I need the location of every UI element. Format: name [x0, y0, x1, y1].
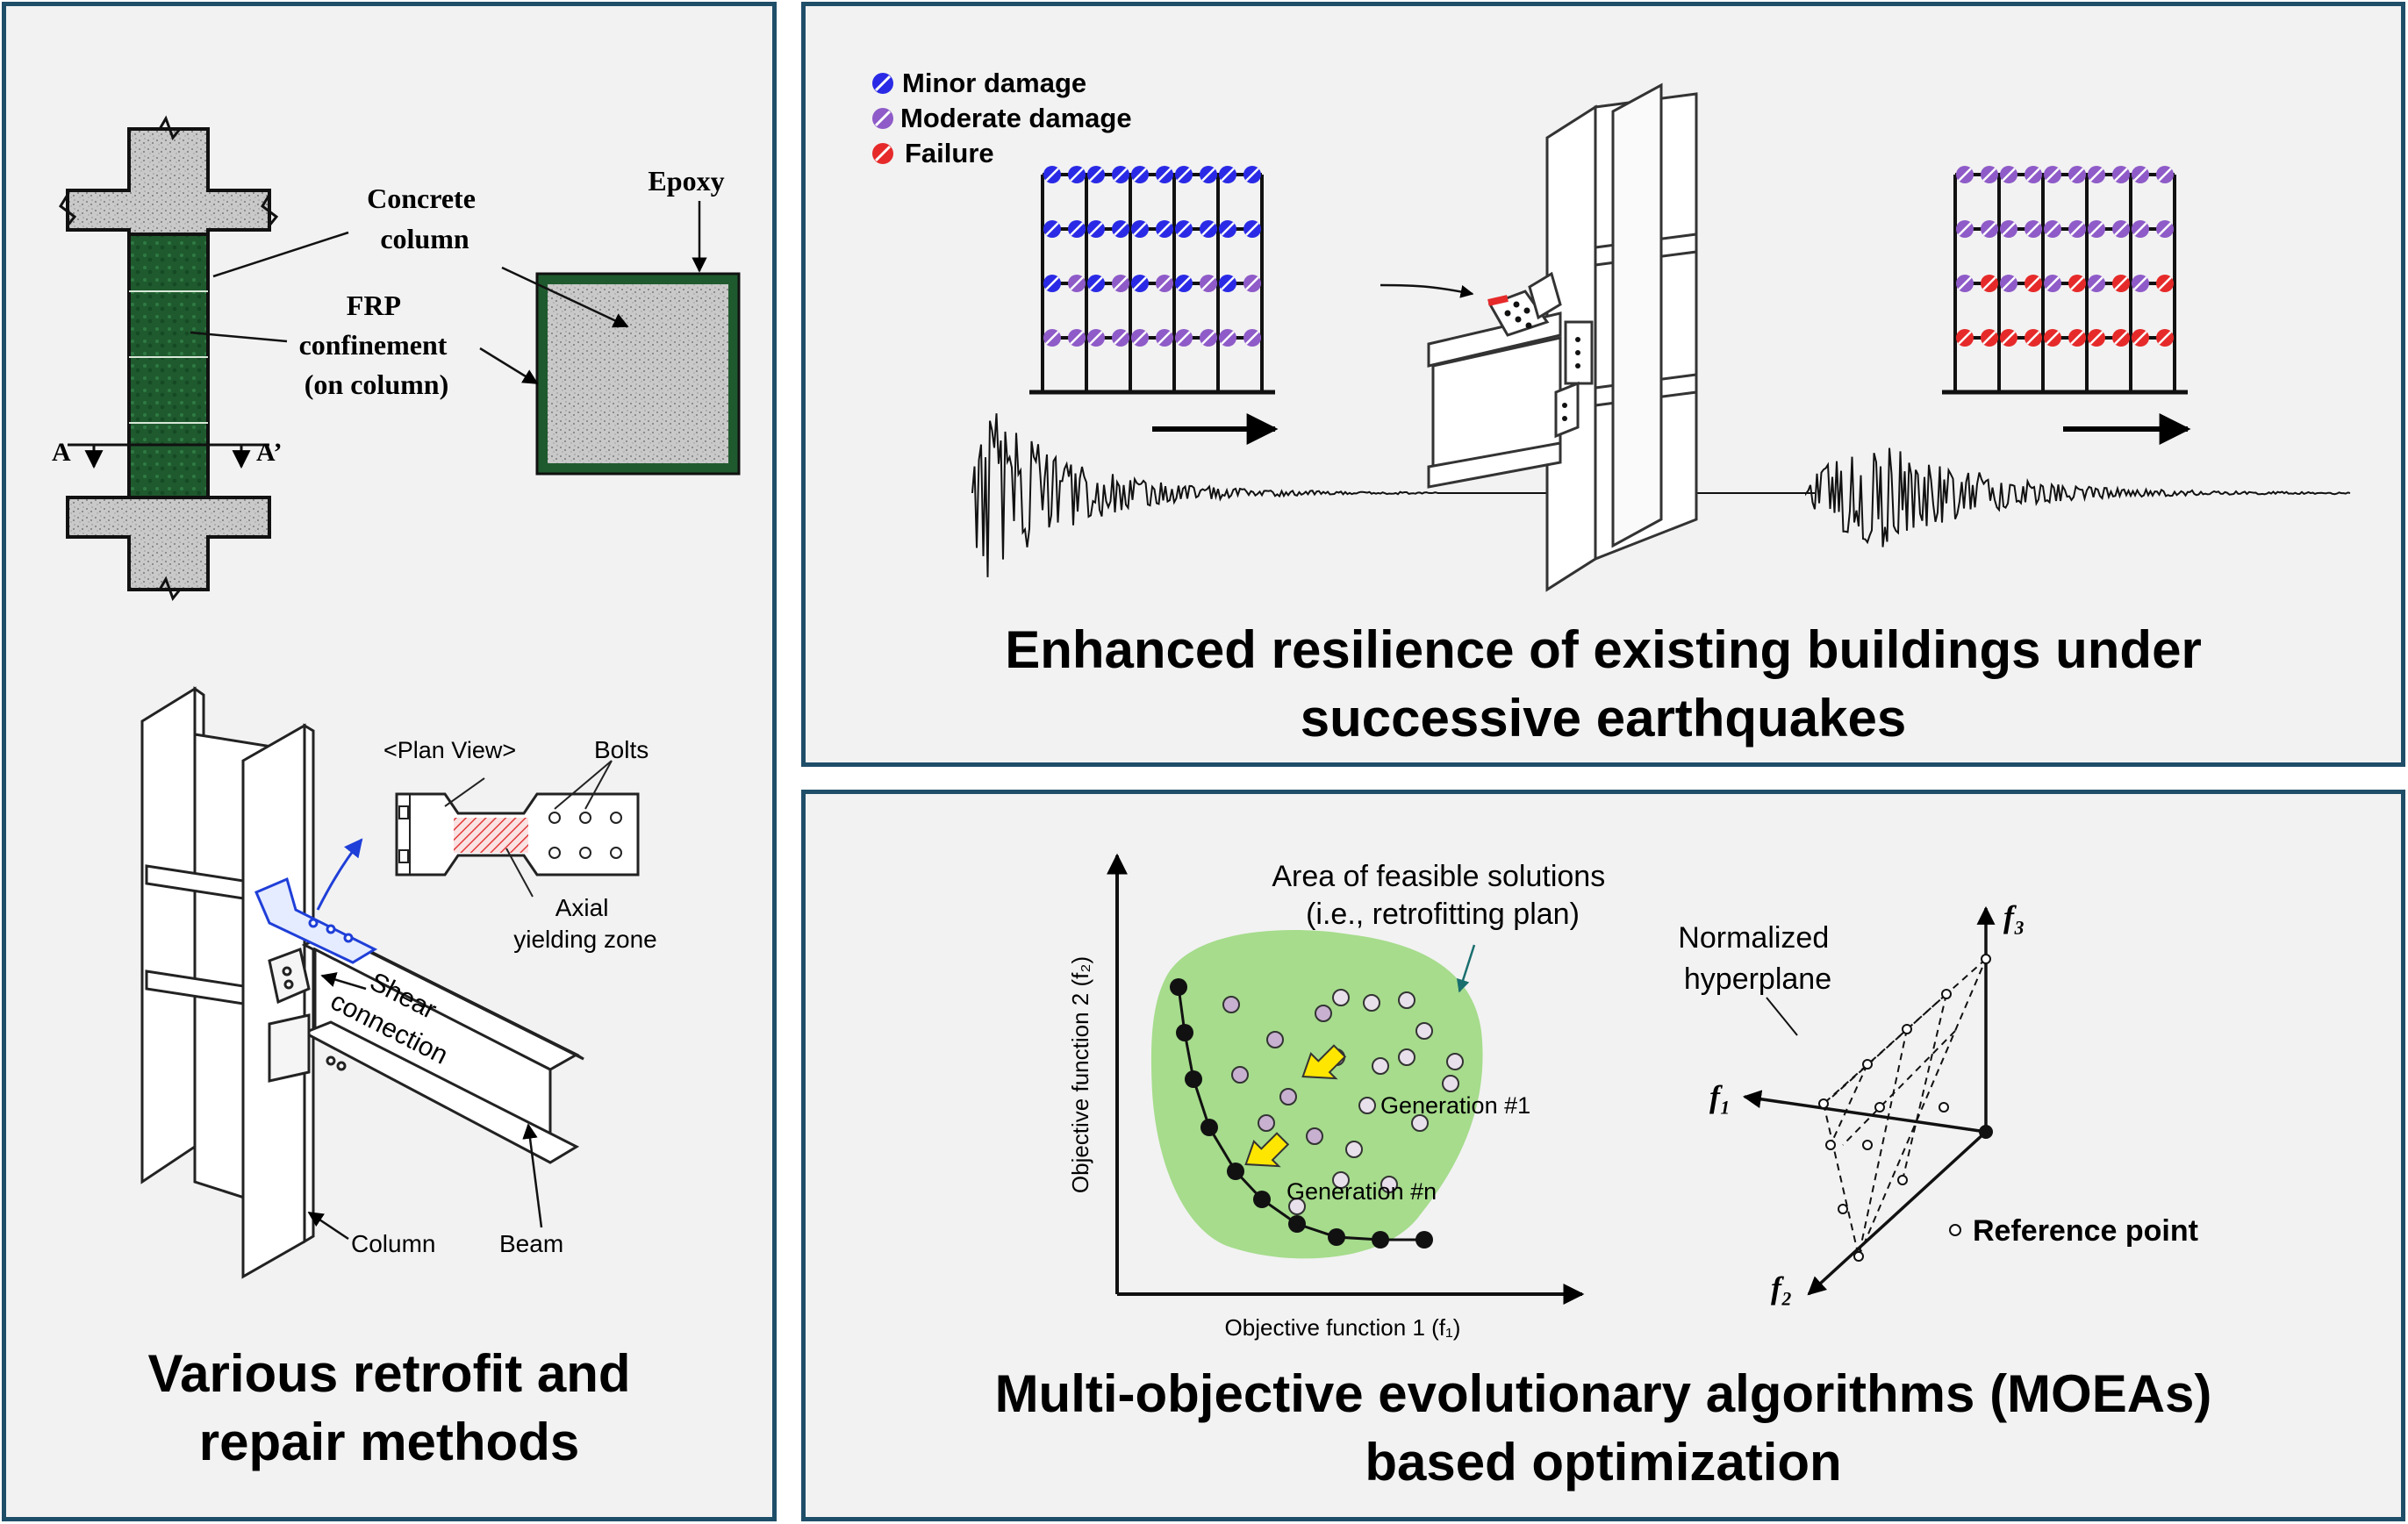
feasible-solution-point — [1380, 1176, 1398, 1193]
feasible-solution-point — [1266, 1031, 1284, 1048]
feasible-solution-point — [1332, 989, 1350, 1006]
pareto-solution-point — [1176, 1024, 1193, 1041]
moea-caption: Multi-objective evolutionary algorithms … — [806, 1360, 2401, 1497]
feasible-solution-point — [1398, 991, 1415, 1009]
steel-fuse-connection — [1380, 82, 1698, 592]
feasible-solution-point — [1358, 1097, 1376, 1114]
f2-axis-label: f₂ — [1771, 1270, 1793, 1306]
generation-1-label: Generation #1 — [1380, 1092, 1530, 1119]
f1-axis-label: f₁ — [1709, 1079, 1731, 1114]
frp-confinement-label: FRP confinement (on column) — [299, 290, 455, 400]
legend-minor-label: Minor damage — [902, 68, 1086, 98]
axial-yielding-zone-label: Axial yielding zone — [513, 894, 656, 953]
pareto-solution-point — [1200, 1119, 1218, 1136]
plan-view-detail — [395, 760, 640, 898]
generation-n-arrow — [1244, 1132, 1290, 1168]
feasible-solution-point — [1372, 1057, 1389, 1075]
damage-legend: Minor damage Moderate damage Failure — [872, 68, 1132, 168]
f3-axis-label: f₃ — [2003, 899, 2025, 934]
x-axis-label: Objective function 1 (f₁) — [1225, 1314, 1461, 1341]
feasible-solution-point — [1398, 1048, 1415, 1066]
frame-before — [1029, 166, 1275, 395]
feasible-solution-point — [1363, 994, 1380, 1012]
retrofit-illustrations: A A’ Concrete column FRP confinement (on… — [52, 115, 741, 1279]
epoxy-label: Epoxy — [648, 165, 724, 197]
reference-point-label: Reference point — [1973, 1214, 2198, 1248]
generation-1-arrow — [1301, 1044, 1347, 1080]
section-a-prime-label: A’ — [256, 438, 282, 467]
feasible-points — [1222, 989, 1464, 1215]
pareto-solution-point — [1253, 1191, 1271, 1208]
frame-after — [1942, 166, 2188, 395]
plan-view-label: <Plan View> — [383, 737, 516, 763]
retrofit-caption: Various retrofit and repair methods — [6, 1340, 772, 1477]
retrofit-caption-line-1: Various retrofit and — [147, 1344, 631, 1403]
feasible-solution-point — [1288, 1198, 1306, 1215]
legend-failure-label: Failure — [905, 138, 994, 168]
moea-caption-line-2: based optimization — [1365, 1433, 1842, 1492]
y-axis-label: Objective function 2 (f₂) — [1067, 956, 1093, 1193]
pareto-front-curve — [1177, 986, 1424, 1241]
pareto-solution-point — [1227, 1163, 1244, 1180]
feasible-solution-point — [1415, 1022, 1433, 1040]
normalized-hyperplane-diagram: f₁ f₂ f₃ Normalized hyperplane Reference… — [1678, 899, 2198, 1306]
pareto-front-points — [1170, 978, 1433, 1249]
pareto-solution-point — [1170, 978, 1187, 996]
pareto-solution-point — [1288, 1215, 1306, 1233]
feasible-solution-point — [1222, 996, 1240, 1013]
section-a-label: A — [52, 438, 71, 467]
feasible-solution-point — [1442, 1075, 1459, 1092]
resilience-caption-line-1: Enhanced resilience of existing building… — [1005, 620, 2202, 679]
concrete-column-label: Concrete column — [367, 182, 483, 254]
feasible-solution-point — [1258, 1114, 1275, 1132]
feasible-solution-point — [1315, 1005, 1332, 1022]
legend-moderate-label: Moderate damage — [900, 103, 1132, 133]
feasible-area-label: Area of feasible solutions (i.e., retrof… — [1272, 860, 1613, 931]
moea-caption-line-1: Multi-objective evolutionary algorithms … — [994, 1364, 2212, 1423]
feasible-solution-point — [1411, 1114, 1429, 1132]
pareto-solution-point — [1185, 1070, 1202, 1088]
resilience-caption: Enhanced resilience of existing building… — [806, 616, 2401, 753]
feasible-solution-point — [1279, 1088, 1297, 1105]
retrofit-methods-panel: A A’ Concrete column FRP confinement (on… — [2, 2, 777, 1521]
beam-label: Beam — [499, 1230, 563, 1257]
frp-column-schematic: A A’ Concrete column FRP confinement (on… — [52, 115, 741, 602]
reference-point-marker — [1949, 1224, 1961, 1236]
moea-panel: Objective function 2 (f₂) Objective func… — [801, 790, 2405, 1521]
pareto-solution-point — [1372, 1231, 1389, 1249]
feasible-solution-point — [1306, 1127, 1323, 1145]
feasible-solution-point — [1345, 1141, 1363, 1158]
ground-motion-signal-2 — [1805, 447, 2351, 547]
resilience-caption-line-2: successive earthquakes — [1300, 689, 1907, 748]
feasible-solution-point — [1446, 1053, 1464, 1070]
pareto-solution-point — [1328, 1228, 1345, 1246]
resilience-panel: Minor damage Moderate damage Failure — [801, 2, 2405, 767]
moea-illustration: Objective function 2 (f₂) Objective func… — [1067, 853, 2198, 1341]
column-label: Column — [351, 1230, 435, 1257]
hyperplane-label: Normalized hyperplane — [1678, 921, 1837, 996]
generation-n-label: Generation #n — [1286, 1178, 1437, 1205]
feasible-solution-point — [1231, 1066, 1249, 1084]
pareto-solution-point — [1415, 1231, 1433, 1249]
retrofit-caption-line-2: repair methods — [198, 1413, 580, 1471]
steel-connection-schematic — [140, 686, 584, 1279]
earthquake-illustration: Minor damage Moderate damage Failure — [872, 68, 2351, 592]
feasible-solution-point — [1332, 1171, 1350, 1189]
bolts-label: Bolts — [594, 736, 649, 763]
